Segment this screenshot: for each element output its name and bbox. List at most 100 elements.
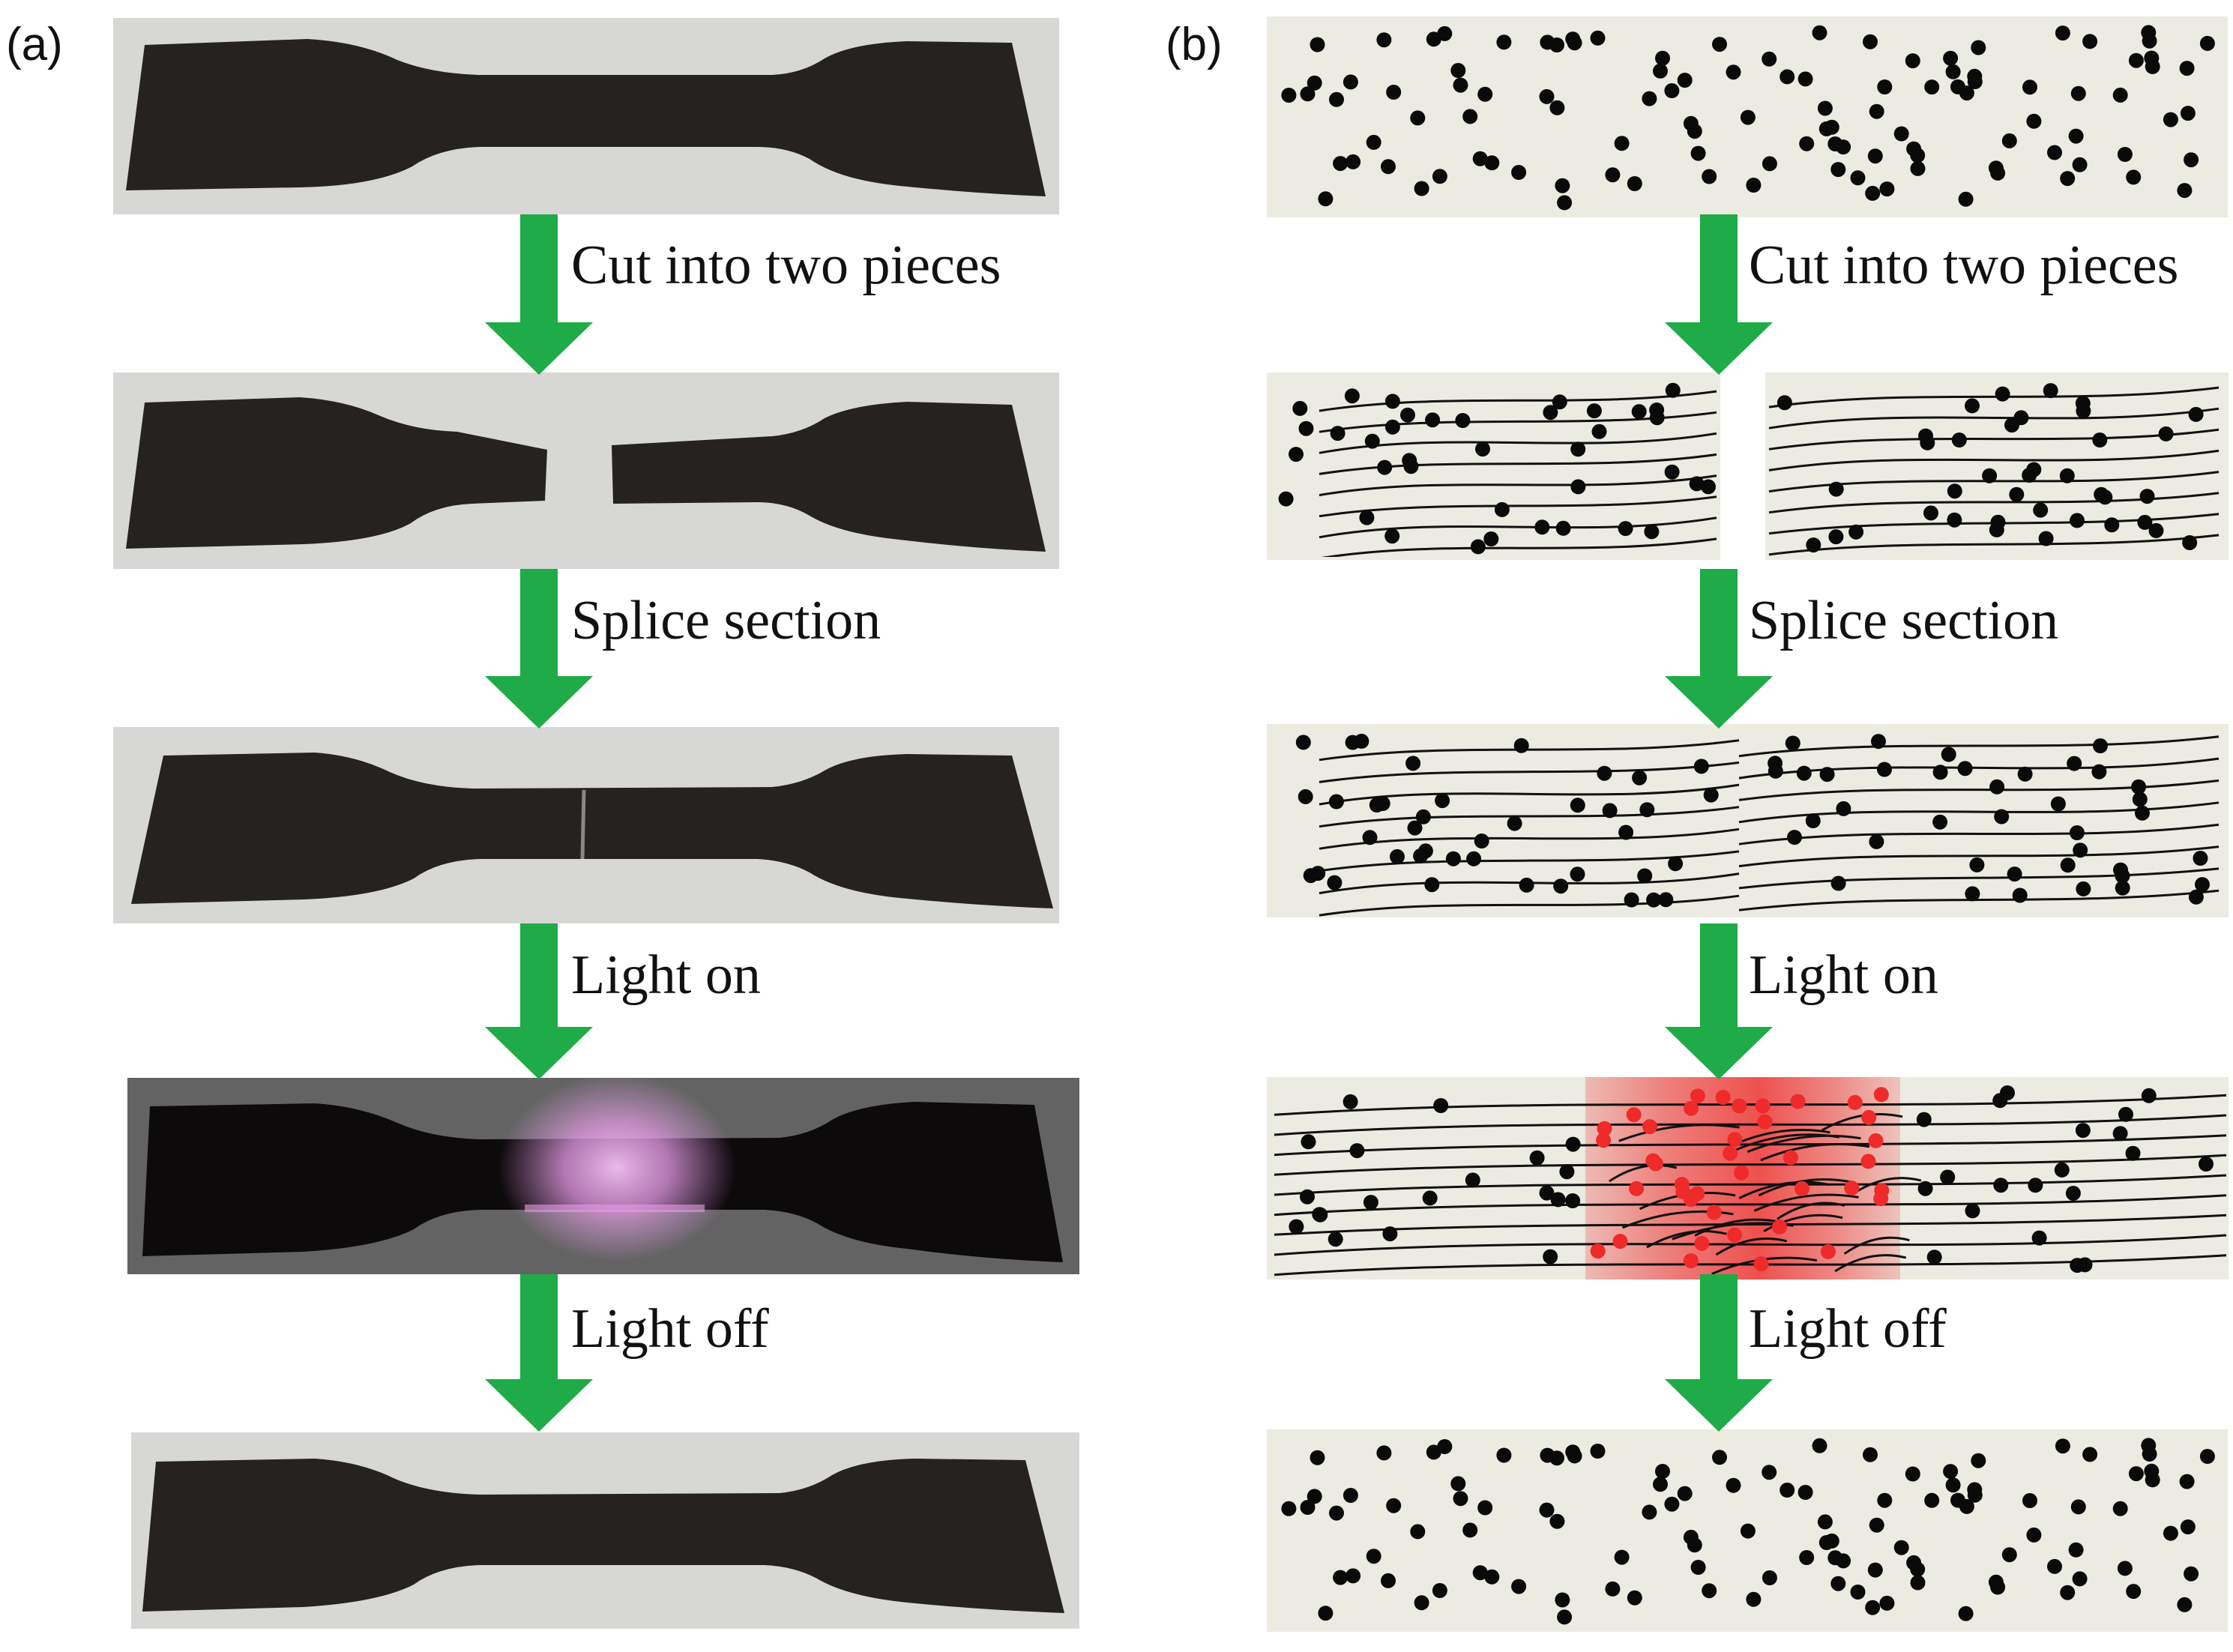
dot xyxy=(1555,520,1571,536)
dot xyxy=(1701,479,1716,495)
dot xyxy=(1818,121,1834,136)
dot xyxy=(1312,1207,1328,1223)
dot xyxy=(1342,1488,1358,1503)
dot xyxy=(1474,833,1489,848)
dot xyxy=(1941,747,1956,762)
step-label-a-splice: Splice section xyxy=(571,590,881,651)
dot xyxy=(2075,1123,2091,1139)
dot xyxy=(1303,868,1319,884)
dot xyxy=(1570,798,1585,813)
schematic-cut xyxy=(1267,373,2229,560)
dot xyxy=(2182,535,2198,550)
dot xyxy=(1376,1445,1392,1461)
dot xyxy=(1943,50,1959,66)
dot xyxy=(1565,31,1581,47)
dot xyxy=(2059,468,2075,483)
dot xyxy=(1918,428,1933,444)
fiber-group xyxy=(1319,735,2220,917)
dot xyxy=(1437,25,1453,41)
dot xyxy=(2199,1449,2215,1464)
dot xyxy=(2139,489,2155,504)
dot xyxy=(1726,1477,1741,1493)
excited-dot xyxy=(1844,1181,1860,1196)
down-arrow-icon xyxy=(1665,1274,1773,1432)
dot xyxy=(1614,136,1630,151)
dot xyxy=(2163,1525,2178,1541)
dot xyxy=(1289,1219,1304,1235)
step-label-b-cut: Cut into two pieces xyxy=(1749,235,2178,296)
excited-dot xyxy=(1868,1133,1884,1148)
dot xyxy=(1472,1565,1488,1581)
dot xyxy=(1740,109,1756,125)
dot xyxy=(1726,64,1741,80)
dot xyxy=(2026,113,2042,129)
dot xyxy=(1777,395,1792,411)
entangled-chain xyxy=(1777,1202,1845,1220)
dot xyxy=(1971,40,1986,55)
dot xyxy=(1455,413,1471,428)
dot xyxy=(2031,1230,2047,1246)
schematic-spliced xyxy=(1267,724,2229,917)
dot xyxy=(1817,1514,1833,1530)
dot xyxy=(1390,848,1405,864)
dot xyxy=(1565,1136,1581,1152)
dot xyxy=(1422,1190,1438,1206)
dot xyxy=(1553,878,1569,894)
excited-dot xyxy=(1753,1256,1769,1272)
excited-dot xyxy=(1794,1181,1809,1196)
dot xyxy=(1818,1535,1834,1550)
excited-dot xyxy=(1847,1094,1863,1110)
polymer-chain xyxy=(1768,449,2220,471)
dot xyxy=(2067,756,2082,771)
dot xyxy=(2069,825,2085,840)
dot xyxy=(1414,181,1429,196)
dot xyxy=(2148,522,2164,538)
dot xyxy=(2055,1438,2070,1454)
entangled-chain xyxy=(1760,1142,1870,1162)
excited-dot xyxy=(1734,1165,1750,1181)
dot xyxy=(1354,733,1369,749)
dot xyxy=(1453,1491,1468,1507)
dot xyxy=(2188,889,2204,905)
excited-dot xyxy=(1629,1181,1645,1196)
dot xyxy=(1690,145,1706,161)
dot xyxy=(1924,79,1940,95)
dot xyxy=(2113,862,2128,878)
dot xyxy=(2137,514,2153,530)
dot xyxy=(1375,796,1390,811)
dot xyxy=(2022,79,2037,95)
dot xyxy=(1982,468,1998,483)
dot xyxy=(2047,1558,2062,1574)
dot xyxy=(1631,404,1647,420)
dot xyxy=(2012,887,2028,903)
dot xyxy=(1557,195,1573,211)
dot xyxy=(2188,406,2204,422)
entangled-chain xyxy=(1747,1134,1861,1154)
polymer-chain xyxy=(1274,1174,2227,1196)
down-arrow-icon xyxy=(485,923,593,1079)
dot xyxy=(1555,1592,1570,1608)
dot xyxy=(1871,734,1886,750)
specimen-healed xyxy=(142,1459,1064,1613)
dot xyxy=(1381,159,1396,175)
polymer-chain xyxy=(1738,801,2220,824)
dot xyxy=(1969,857,1985,872)
dot xyxy=(1557,1609,1573,1625)
dot xyxy=(2184,1566,2199,1582)
excited-dot xyxy=(1590,1243,1606,1259)
entangled-chain xyxy=(1715,1237,1788,1256)
dot xyxy=(1513,738,1529,753)
polymer-chain xyxy=(1321,537,1717,557)
dot xyxy=(1407,820,1423,836)
excited-dot xyxy=(1612,1234,1628,1249)
dot xyxy=(1475,441,1490,457)
excited-dot xyxy=(1690,1088,1705,1104)
dot xyxy=(2054,1162,2070,1178)
dot xyxy=(1618,521,1633,537)
specimen-cut-left xyxy=(126,397,547,549)
dot xyxy=(1328,794,1344,810)
dot xyxy=(1703,787,1719,803)
entangled-chain xyxy=(1851,1177,1922,1196)
dot xyxy=(1990,165,2006,181)
dot xyxy=(1653,1477,1668,1492)
